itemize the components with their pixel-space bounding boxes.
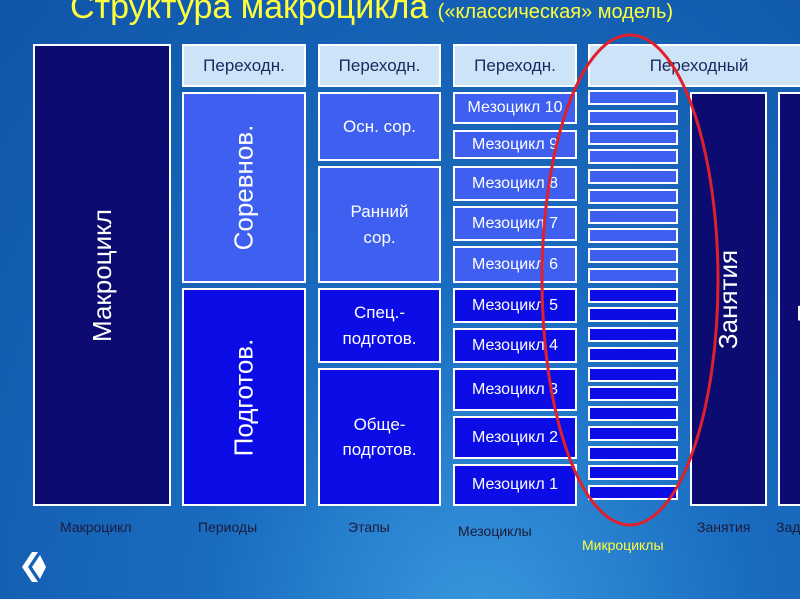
mesocycle-item: Мезоцикл 3: [453, 368, 577, 411]
stage-item: Осн. сор.: [318, 92, 441, 161]
microcycle-bar: [588, 228, 678, 244]
stages-header: Переходн.: [318, 44, 441, 87]
microcycle-bar: [588, 267, 678, 283]
microcycle-bar: [588, 485, 678, 501]
label-microcycles: Микроциклы: [582, 537, 664, 553]
mesocycle-item: Мезоцикл 6: [453, 246, 577, 283]
title-sub: («классическая» модель): [437, 1, 674, 23]
microcycle-bar: [588, 346, 678, 362]
mesocycle-item: Мезоцикл 4: [453, 328, 577, 363]
mesocycle-item: Мезоцикл 7: [453, 206, 577, 241]
microcycle-bar: [588, 169, 678, 185]
microcycle-bar: [588, 208, 678, 224]
microcycle-bar: [588, 465, 678, 481]
microcycle-bar: [588, 445, 678, 461]
microcycle-bar: [588, 307, 678, 323]
stage-item: Спец.-подготов.: [318, 288, 441, 363]
microcycle-bar: [588, 366, 678, 382]
label-periods: Периоды: [198, 519, 258, 535]
mesocycle-item: Мезоцикл 5: [453, 288, 577, 323]
sessions-block: Занятия: [690, 92, 767, 506]
period-preparatory: Подготов.: [182, 288, 306, 506]
periods-header: Переходн.: [182, 44, 306, 87]
microcycle-bar: [588, 149, 678, 165]
microcycle-bar: [588, 386, 678, 402]
microcycle-bar: [588, 90, 678, 105]
microcycle-bar: [588, 188, 678, 204]
slide-title: Структура макроцикла («классическая» мод…: [70, 0, 673, 27]
tasks-block: Тре: [778, 92, 800, 506]
title-main: Структура макроцикла: [70, 0, 429, 26]
microcycle-bar: [588, 406, 678, 422]
period-competitive: Соревнов.: [182, 92, 306, 283]
mesocycle-item: Мезоцикл 10: [453, 92, 577, 124]
label-stages: Этапы: [348, 519, 390, 535]
stage-item: Ранний сор.: [318, 166, 441, 283]
microcycle-bar: [588, 248, 678, 264]
microcycle-bar: [588, 425, 678, 441]
label-tasks: Зад: [776, 519, 800, 535]
microcycle-bar: [588, 287, 678, 303]
microcycle-bar: [588, 129, 678, 145]
label-sessions: Занятия: [697, 519, 751, 535]
microcycle-bar: [588, 109, 678, 125]
mesocycles-header: Переходн.: [453, 44, 577, 87]
macrocycle-block: Макроцикл: [33, 44, 171, 506]
logo-icon: [22, 552, 46, 582]
label-mesocycles: Мезоциклы: [458, 523, 532, 539]
mesocycle-item: Мезоцикл 1: [453, 464, 577, 506]
mesocycle-item: Мезоцикл 2: [453, 416, 577, 459]
mesocycle-item: Мезоцикл 8: [453, 166, 577, 201]
stage-item: Обще-подготов.: [318, 368, 441, 506]
microcycle-bar: [588, 327, 678, 343]
label-macrocycle: Макроцикл: [60, 519, 132, 535]
highlight-ellipse: [540, 33, 720, 527]
